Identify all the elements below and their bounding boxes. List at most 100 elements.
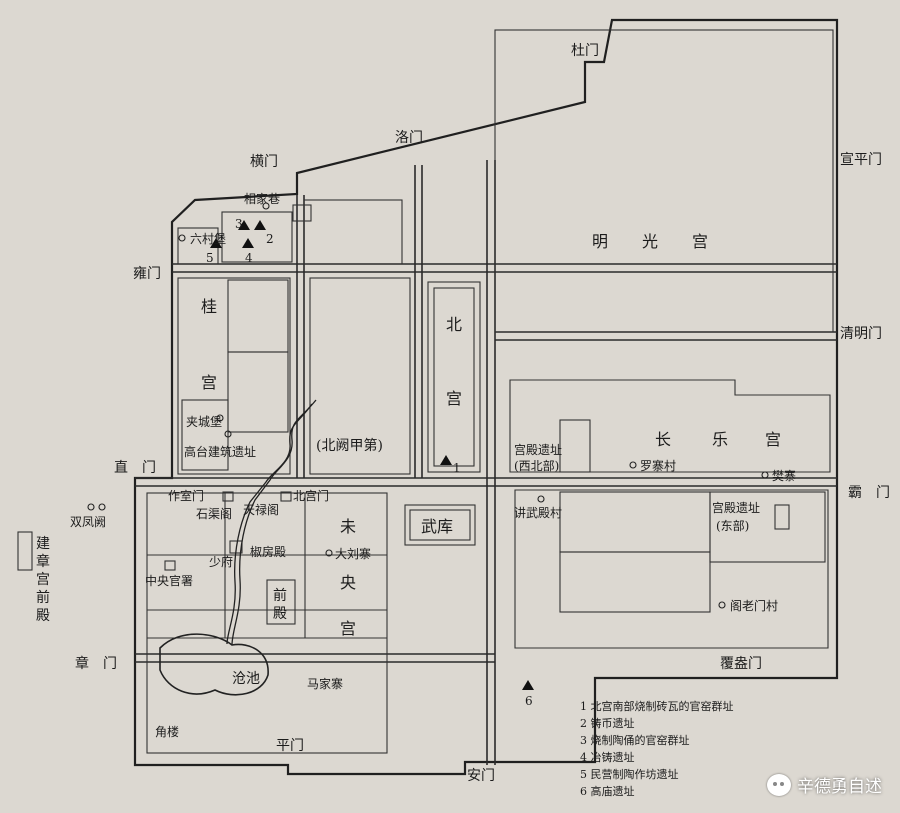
changle-east-small: [774, 504, 790, 530]
place-wuku: 武库: [421, 517, 453, 536]
shiqu-square: [222, 491, 234, 502]
marker-3: 3: [235, 217, 243, 231]
mingguang-char-1: 明: [592, 232, 608, 251]
legend-item-2: 2 铸币遗址: [580, 716, 635, 730]
jianzhang-rect: [17, 531, 33, 571]
qiandian-block: [266, 579, 296, 625]
place-tianlu: 天禄阁: [243, 502, 279, 517]
legend-item-6: 6 高庙遗址: [580, 784, 635, 798]
place-shuangfengque: 双凤阙: [70, 515, 106, 529]
changle-inner-3: [559, 551, 711, 613]
north-block-1: [303, 199, 403, 265]
gate-du: 杜门: [571, 43, 599, 59]
gate-luo: 洛门: [395, 130, 423, 146]
marker-6: 6: [525, 694, 533, 708]
changle-inner-2: [559, 491, 711, 553]
gate-ping: 平门: [276, 738, 304, 754]
changle-char-2: 乐: [712, 430, 728, 449]
changle-palace-wall: [509, 379, 831, 649]
marker-4: 4: [245, 251, 253, 265]
changle-char-1: 长: [655, 430, 671, 449]
jianzhang-char-1: 建: [36, 536, 50, 552]
weiyang-char-1: 未: [340, 517, 356, 536]
place-dalius: 大刘寨: [335, 546, 371, 561]
legend-item-5: 5 民营制陶作坊遗址: [580, 767, 679, 781]
place-luozhaicun: 罗寨村: [640, 458, 676, 473]
jianzhang-char-5: 殿: [36, 608, 50, 624]
stream: [231, 399, 317, 646]
north-block-2: [221, 211, 293, 263]
mingguang-char-3: 宫: [692, 232, 708, 251]
changle-inner-4: [709, 491, 826, 563]
changle-inner-1: [559, 419, 591, 473]
gate-zhang: 章 门: [75, 655, 117, 672]
bei-inner: [433, 287, 475, 467]
wuku-block: [404, 504, 476, 546]
place-jiangwudian: 讲武殿村: [514, 505, 562, 520]
gate-zhi: 直 门: [114, 459, 156, 476]
gate-fuang: 覆盎门: [720, 656, 762, 672]
marker-5: 5: [206, 251, 214, 265]
bei-char-1: 北: [446, 315, 462, 334]
gui-palace-block: [177, 277, 291, 475]
mingguang-palace-block: [494, 29, 834, 333]
gate-qingming: 清明门: [840, 326, 882, 342]
place-cangchi: 沧池: [232, 670, 260, 687]
legend-item-4: 4 冶铸遗址: [580, 750, 635, 764]
beiquejia-block: [309, 277, 411, 475]
gate-yong: 雍门: [133, 266, 161, 282]
place-gelaomen: 阁老门村: [730, 598, 778, 613]
village-dots: [87, 202, 769, 609]
tianlu-square: [280, 491, 292, 502]
stream-2: [226, 403, 313, 645]
place-gaotai: 高台建筑遗址: [184, 444, 256, 459]
marker-2: 2: [266, 232, 274, 246]
gui-inner-2: [227, 351, 289, 433]
place-gongdian-d: 宫殿遗址: [712, 500, 760, 515]
place-jiaolou: 角楼: [155, 724, 179, 739]
mingguang-char-2: 光: [642, 232, 658, 251]
place-shaofu: 少府: [209, 554, 233, 569]
legend-item-1: 1 北宫南部烧制砖瓦的官窑群址: [580, 699, 734, 713]
jianzhang-char-2: 章: [36, 553, 50, 570]
cangchi-pond: [159, 633, 269, 696]
place-jiachengpu: 夹城堡: [186, 414, 222, 429]
gate-xuanping: 宣平门: [840, 152, 882, 168]
wechat-icon: [767, 773, 791, 796]
gate-ba: 霸 门: [848, 485, 890, 501]
place-qiandian-1: 前: [273, 587, 287, 604]
city-wall: [133, 18, 839, 776]
place-xibeibu: (西北部): [514, 458, 559, 473]
wuku-inner: [409, 509, 471, 541]
place-beigongmen: 北宫门: [293, 488, 329, 503]
gate-square: [292, 204, 312, 222]
place-jiaofang: 椒房殿: [250, 544, 286, 559]
gui-char-1: 桂: [201, 297, 217, 316]
jianzhang-char-4: 前: [36, 589, 50, 606]
weiyang-char-3: 宫: [340, 619, 356, 638]
legend-item-3: 3 烧制陶俑的官窑群址: [580, 733, 690, 747]
place-zuoshimen: 作室门: [168, 488, 204, 503]
legend: 1 北宫南部烧制砖瓦的官窑群址 2 铸币遗址 3 烧制陶俑的官窑群址 4 冶铸遗…: [580, 699, 734, 798]
place-xiangjiaxiang: 相家巷: [244, 191, 280, 206]
changle-char-3: 宫: [765, 430, 781, 449]
bei-palace-block: [427, 281, 481, 473]
bei-char-2: 宫: [446, 389, 462, 408]
place-zhongyang: 中央官署: [145, 573, 193, 588]
place-liucunpu: 六村堡: [190, 231, 226, 246]
triangle-markers: [210, 220, 534, 690]
jianzhang-char-3: 宫: [36, 572, 50, 588]
gui-char-2: 宫: [201, 373, 217, 392]
marker-1: 1: [453, 461, 461, 475]
gui-inner-1: [227, 279, 289, 353]
gate-an: 安门: [467, 768, 495, 784]
weiyang-palace-block: [146, 492, 388, 754]
place-shiqu: 石渠阁: [196, 507, 232, 521]
zhongyang-square: [164, 560, 176, 571]
gate-heng: 横门: [250, 154, 278, 170]
watermark-text: 辛德勇自述: [797, 777, 882, 797]
place-majiazhai: 马家寨: [307, 676, 343, 691]
place-beiquejia: (北阙甲第): [316, 437, 383, 454]
place-qiandian-2: 殿: [273, 606, 287, 622]
